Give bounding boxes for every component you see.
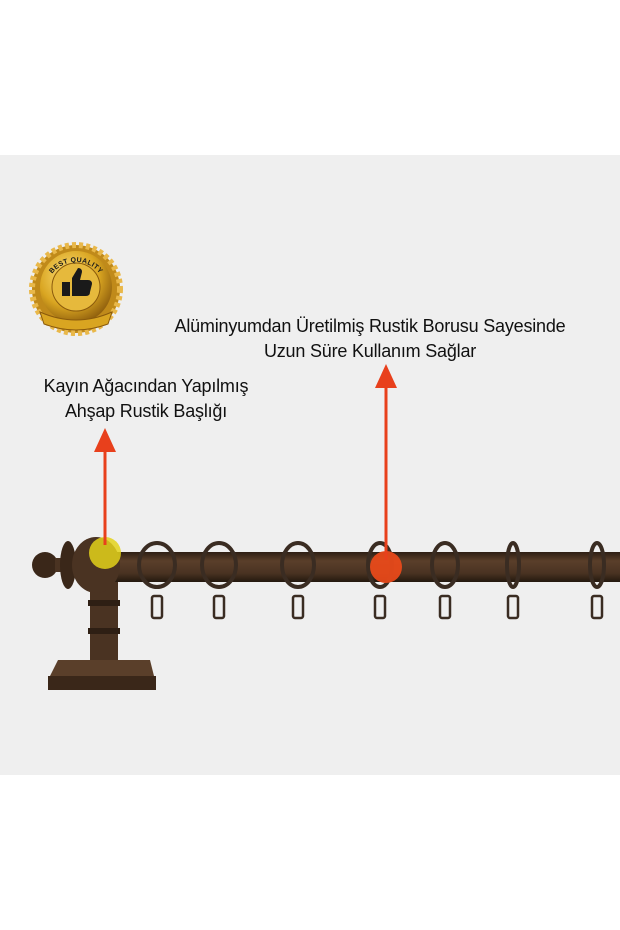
curtain-ring (280, 541, 316, 620)
finial-marker (89, 537, 121, 569)
curtain-rod (110, 552, 620, 582)
finial-callout-line1: Kayın Ağacından Yapılmış (43, 376, 249, 396)
best-quality-badge: BEST QUALITY (29, 242, 123, 336)
curtain-ring (200, 541, 238, 620)
thumbs-up-icon (62, 268, 92, 296)
curtain-ring (137, 541, 177, 620)
curtain-ring (588, 541, 606, 620)
rod-callout-line1: Alüminyumdan Üretilmiş Rustik Borusu Say… (174, 316, 566, 336)
wall-bracket (48, 580, 156, 690)
rod-callout: Alüminyumdan Üretilmiş Rustik Borusu Say… (120, 314, 620, 364)
rod-arrow (375, 364, 397, 560)
finial-callout: Kayın Ağacından Yapılmış Ahşap Rustik Ba… (10, 374, 282, 424)
curtain-ring (430, 541, 460, 620)
finial-callout-line2: Ahşap Rustik Başlığı (64, 401, 228, 421)
rod-callout-line2: Uzun Süre Kullanım Sağlar (263, 341, 477, 361)
curtain-ring (505, 541, 521, 620)
rod-marker (370, 551, 402, 583)
finial-arrow (94, 428, 116, 545)
